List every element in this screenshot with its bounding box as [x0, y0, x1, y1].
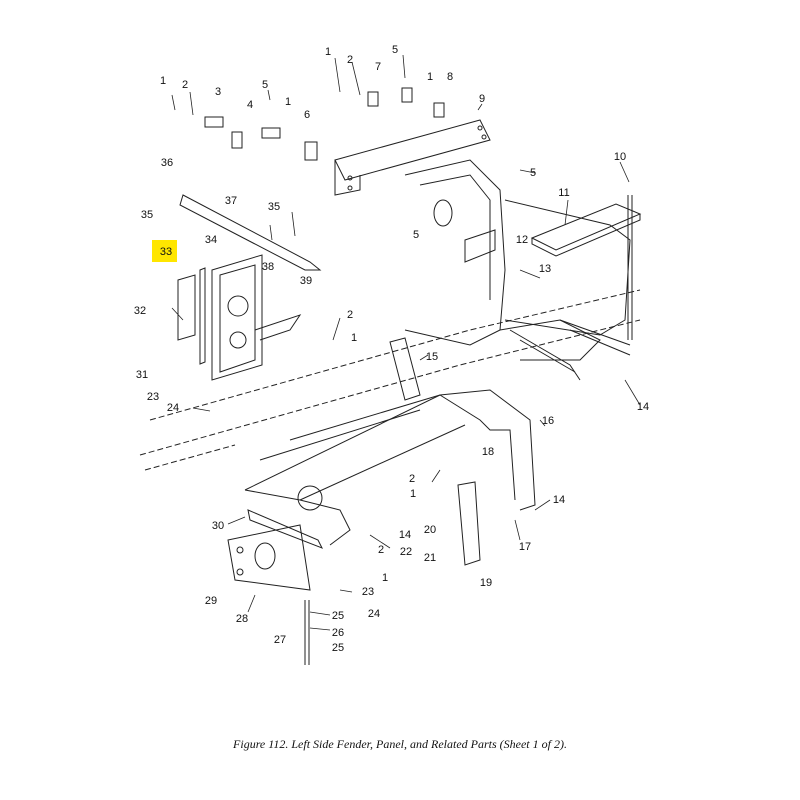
callout-2: 2 — [347, 309, 353, 321]
callout-34: 34 — [205, 234, 217, 246]
callout-27: 27 — [274, 634, 286, 646]
leader-lines — [171, 54, 641, 631]
callout-14: 14 — [637, 401, 649, 413]
callout-1: 1 — [285, 96, 291, 108]
callout-24: 24 — [167, 402, 179, 414]
step-bracket — [509, 319, 631, 381]
callout-2: 2 — [347, 54, 353, 66]
callout-11: 11 — [558, 187, 569, 199]
bracket-19 — [457, 481, 481, 566]
callout-23: 23 — [147, 391, 159, 403]
callout-5: 5 — [413, 229, 419, 241]
frame-rail — [139, 289, 641, 471]
callout-2: 2 — [182, 79, 188, 91]
callout-31: 31 — [136, 369, 148, 381]
callout-1: 1 — [351, 332, 357, 344]
callout-23: 23 — [362, 586, 374, 598]
callout-37: 37 — [225, 195, 237, 207]
panel-33 — [177, 267, 206, 365]
callout-20: 20 — [424, 524, 436, 536]
callout-36: 36 — [161, 157, 173, 169]
strut-10 — [627, 195, 633, 340]
callout-3: 3 — [215, 86, 221, 98]
bracket-34 — [211, 254, 302, 381]
callout-1: 1 — [382, 572, 388, 584]
bolt-27 — [304, 600, 310, 665]
callout-13: 13 — [539, 263, 551, 275]
callout-19: 19 — [480, 577, 492, 589]
callout-18: 18 — [482, 446, 494, 458]
callout-39: 39 — [300, 275, 312, 287]
callout-1: 1 — [410, 488, 416, 500]
mount-29 — [227, 524, 311, 591]
callout-29: 29 — [205, 595, 217, 607]
callout-35: 35 — [141, 209, 153, 221]
callout-17: 17 — [519, 541, 531, 553]
panel-bracket-9 — [334, 119, 491, 196]
bracket-37 — [179, 194, 322, 271]
callout-1: 1 — [325, 46, 331, 58]
callout-7: 7 — [375, 61, 381, 73]
callout-12: 12 — [516, 234, 528, 246]
plate-30 — [247, 509, 324, 549]
callout-35: 35 — [268, 201, 280, 213]
callout-21: 21 — [424, 552, 436, 564]
callout-6: 6 — [304, 109, 310, 121]
callout-38: 38 — [262, 261, 274, 273]
callout-16: 16 — [542, 415, 554, 427]
callout-26: 26 — [332, 627, 344, 639]
callout-33: 33 — [160, 246, 172, 258]
callout-25: 25 — [332, 610, 344, 622]
callout-1: 1 — [427, 71, 433, 83]
callout-2: 2 — [378, 544, 384, 556]
callout-5: 5 — [530, 167, 536, 179]
callout-25: 25 — [332, 642, 344, 654]
callout-14: 14 — [553, 494, 565, 506]
highlight-box-33 — [152, 240, 177, 262]
callout-5: 5 — [392, 44, 398, 56]
figure-caption: Figure 112. Left Side Fender, Panel, and… — [233, 737, 567, 751]
cab-body — [404, 159, 631, 361]
callout-15: 15 — [426, 351, 438, 363]
callout-22: 22 — [400, 546, 412, 558]
hinges-3-4-6 — [204, 116, 318, 161]
callout-8: 8 — [447, 71, 453, 83]
callout-10: 10 — [614, 151, 626, 163]
callout-28: 28 — [236, 613, 248, 625]
callout-14: 14 — [399, 529, 411, 541]
step-plate-11 — [530, 203, 642, 257]
callout-24: 24 — [368, 608, 380, 620]
callout-2: 2 — [409, 473, 415, 485]
callout-1: 1 — [160, 75, 166, 87]
hinges-7 — [367, 87, 445, 118]
callout-32: 32 — [134, 305, 146, 317]
bracket-15 — [389, 337, 421, 401]
callout-9: 9 — [479, 93, 485, 105]
callout-30: 30 — [212, 520, 224, 532]
fender-16 — [244, 389, 536, 546]
callout-5: 5 — [262, 79, 268, 91]
callout-4: 4 — [247, 99, 253, 111]
